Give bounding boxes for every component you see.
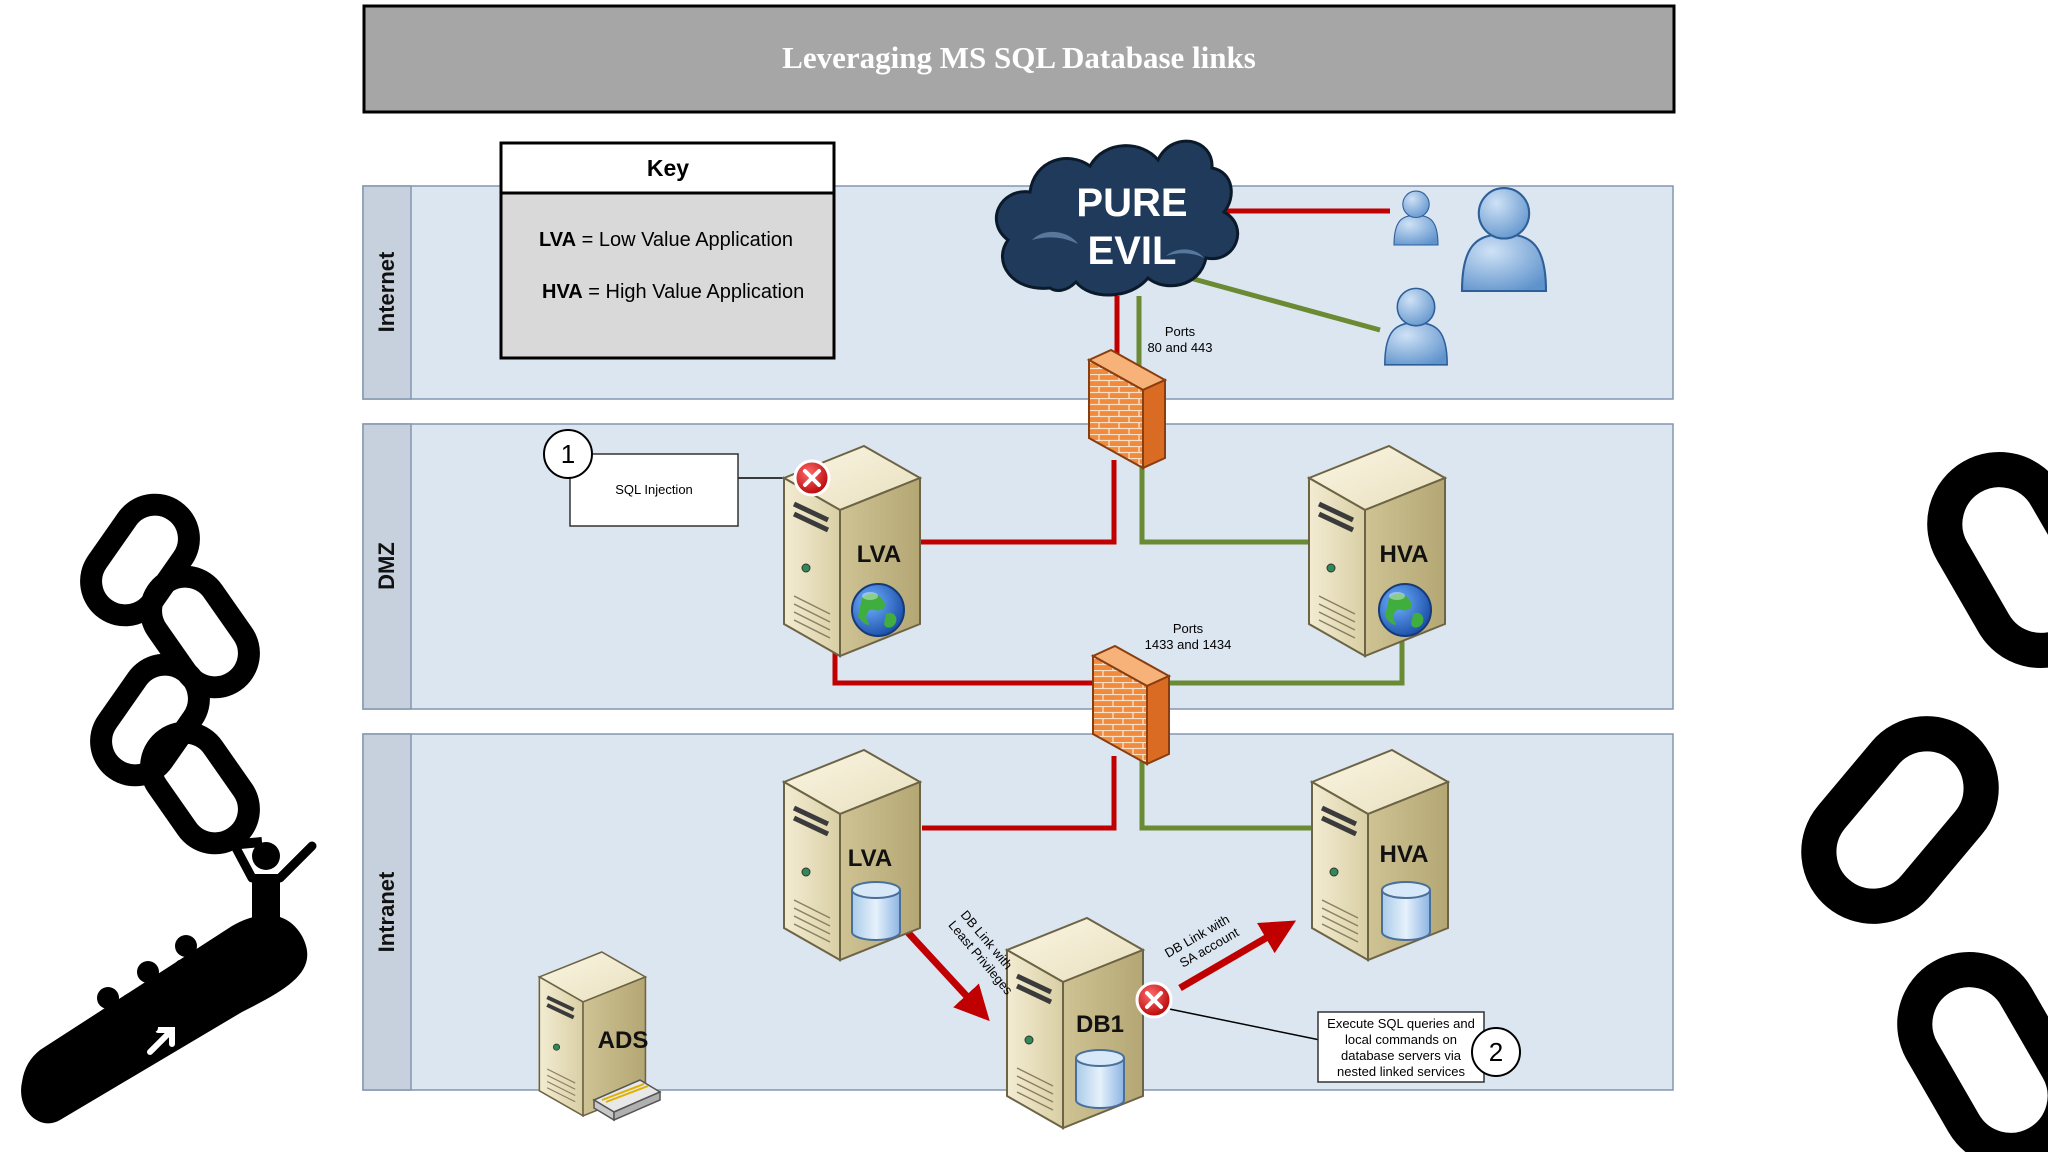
pure-evil-cloud: PURE EVIL bbox=[994, 139, 1240, 297]
callout-2-line4: nested linked services bbox=[1337, 1064, 1465, 1079]
callout-execute-sql: Execute SQL queries and local commands o… bbox=[1317, 1011, 1521, 1083]
chain-icon bbox=[138, 719, 263, 856]
callout-2-number-badge bbox=[1471, 1027, 1521, 1077]
server-dmz-hva: HVA bbox=[1309, 446, 1445, 656]
ports-sql-label-line2: 1433 and 1434 bbox=[1145, 637, 1232, 652]
web-line-fw-dmz-hva bbox=[1139, 462, 1312, 545]
attack-line-dmz-lva-fw2 bbox=[832, 640, 1096, 686]
title-bar: Leveraging MS SQL Database links bbox=[362, 4, 1676, 114]
callout-2-line1: Execute SQL queries and bbox=[1327, 1016, 1475, 1031]
callout-sql-injection: 1 SQL Injection bbox=[543, 429, 739, 527]
server-db1: DB1 bbox=[1007, 918, 1173, 1128]
attack-line-fw-dmz-lva bbox=[918, 460, 1117, 545]
key-box: Key LVA = Low Value Application HVA = Hi… bbox=[499, 141, 836, 360]
key-lva-abbr: LVA bbox=[539, 229, 576, 251]
callout-2-line2: local commands on bbox=[1345, 1032, 1457, 1047]
callout-1-box bbox=[569, 453, 739, 527]
server-intranet-lva: LVA bbox=[784, 750, 920, 960]
ports-sql-label-line1: Ports bbox=[1173, 621, 1204, 636]
callout-2-box bbox=[1317, 1011, 1485, 1083]
chain-icon bbox=[1895, 950, 2048, 1152]
server-ads-label: ADS bbox=[598, 1027, 649, 1054]
key-lva-definition: = Low Value Application bbox=[576, 229, 793, 251]
sql-line-dmz-hva-fw2 bbox=[1164, 640, 1405, 686]
chain-icon bbox=[1925, 450, 2048, 671]
cloud-label-line2: EVIL bbox=[1088, 229, 1177, 273]
callout-1-number-badge bbox=[543, 429, 593, 479]
key-hva-abbr: HVA bbox=[542, 281, 583, 303]
server-dmz-hva-label: HVA bbox=[1380, 541, 1429, 568]
zone-label-internet: Internet bbox=[374, 251, 399, 332]
callout-2-connector bbox=[1149, 1004, 1321, 1041]
attack-line-fw2-intranet-lva bbox=[922, 756, 1117, 831]
chain-icon bbox=[1797, 711, 2004, 928]
key-hva-definition: = High Value Application bbox=[583, 281, 804, 303]
ports-web-label-line2: 80 and 443 bbox=[1147, 340, 1212, 355]
globe-icon bbox=[851, 583, 905, 637]
cloud-label-line1: PURE bbox=[1076, 181, 1187, 225]
key-title: Key bbox=[647, 155, 689, 181]
cloud-icon bbox=[994, 139, 1240, 297]
connection-lines bbox=[737, 208, 1405, 1041]
diagram-title: Leveraging MS SQL Database links bbox=[782, 40, 1256, 75]
escalator-icon bbox=[21, 841, 317, 1124]
decor-right-chain bbox=[1797, 450, 2048, 1152]
web-line-cloud-user2 bbox=[1189, 275, 1381, 333]
directory-icon bbox=[592, 1079, 662, 1122]
server-dmz-lva-label: LVA bbox=[857, 541, 901, 568]
chain-icon bbox=[78, 491, 203, 628]
database-icon bbox=[1075, 1049, 1125, 1109]
callout-1-number: 1 bbox=[561, 439, 575, 469]
server-ads: ADS bbox=[537, 950, 662, 1122]
key-lva-entry: LVA = Low Value Application bbox=[539, 229, 793, 251]
db-link-least-privileges-arrow bbox=[899, 923, 990, 1022]
key-hva-entry: HVA = High Value Application bbox=[542, 281, 804, 303]
callout-1-text: SQL Injection bbox=[615, 482, 693, 497]
server-intranet-hva: HVA bbox=[1312, 750, 1448, 960]
error-x-icon bbox=[1135, 981, 1173, 1019]
server-intranet-lva-label: LVA bbox=[848, 845, 892, 872]
server-db1-label: DB1 bbox=[1076, 1011, 1124, 1038]
ports-web-label-line1: Ports bbox=[1165, 324, 1196, 339]
callout-2-line3: database servers via bbox=[1341, 1048, 1462, 1063]
server-intranet-hva-label: HVA bbox=[1380, 841, 1429, 868]
database-icon bbox=[1381, 881, 1431, 941]
db-link-sa-account-arrow bbox=[1178, 920, 1297, 992]
error-x-icon bbox=[793, 459, 831, 497]
server-dmz-lva: LVA bbox=[784, 446, 920, 656]
database-icon bbox=[851, 881, 901, 941]
decor-left-chain bbox=[78, 491, 263, 856]
zone-label-intranet: Intranet bbox=[374, 871, 399, 952]
sql-line-fw2-intranet-hva bbox=[1139, 756, 1315, 831]
callout-2-number: 2 bbox=[1489, 1037, 1503, 1067]
zone-label-dmz: DMZ bbox=[374, 542, 399, 590]
globe-icon bbox=[1378, 583, 1432, 637]
